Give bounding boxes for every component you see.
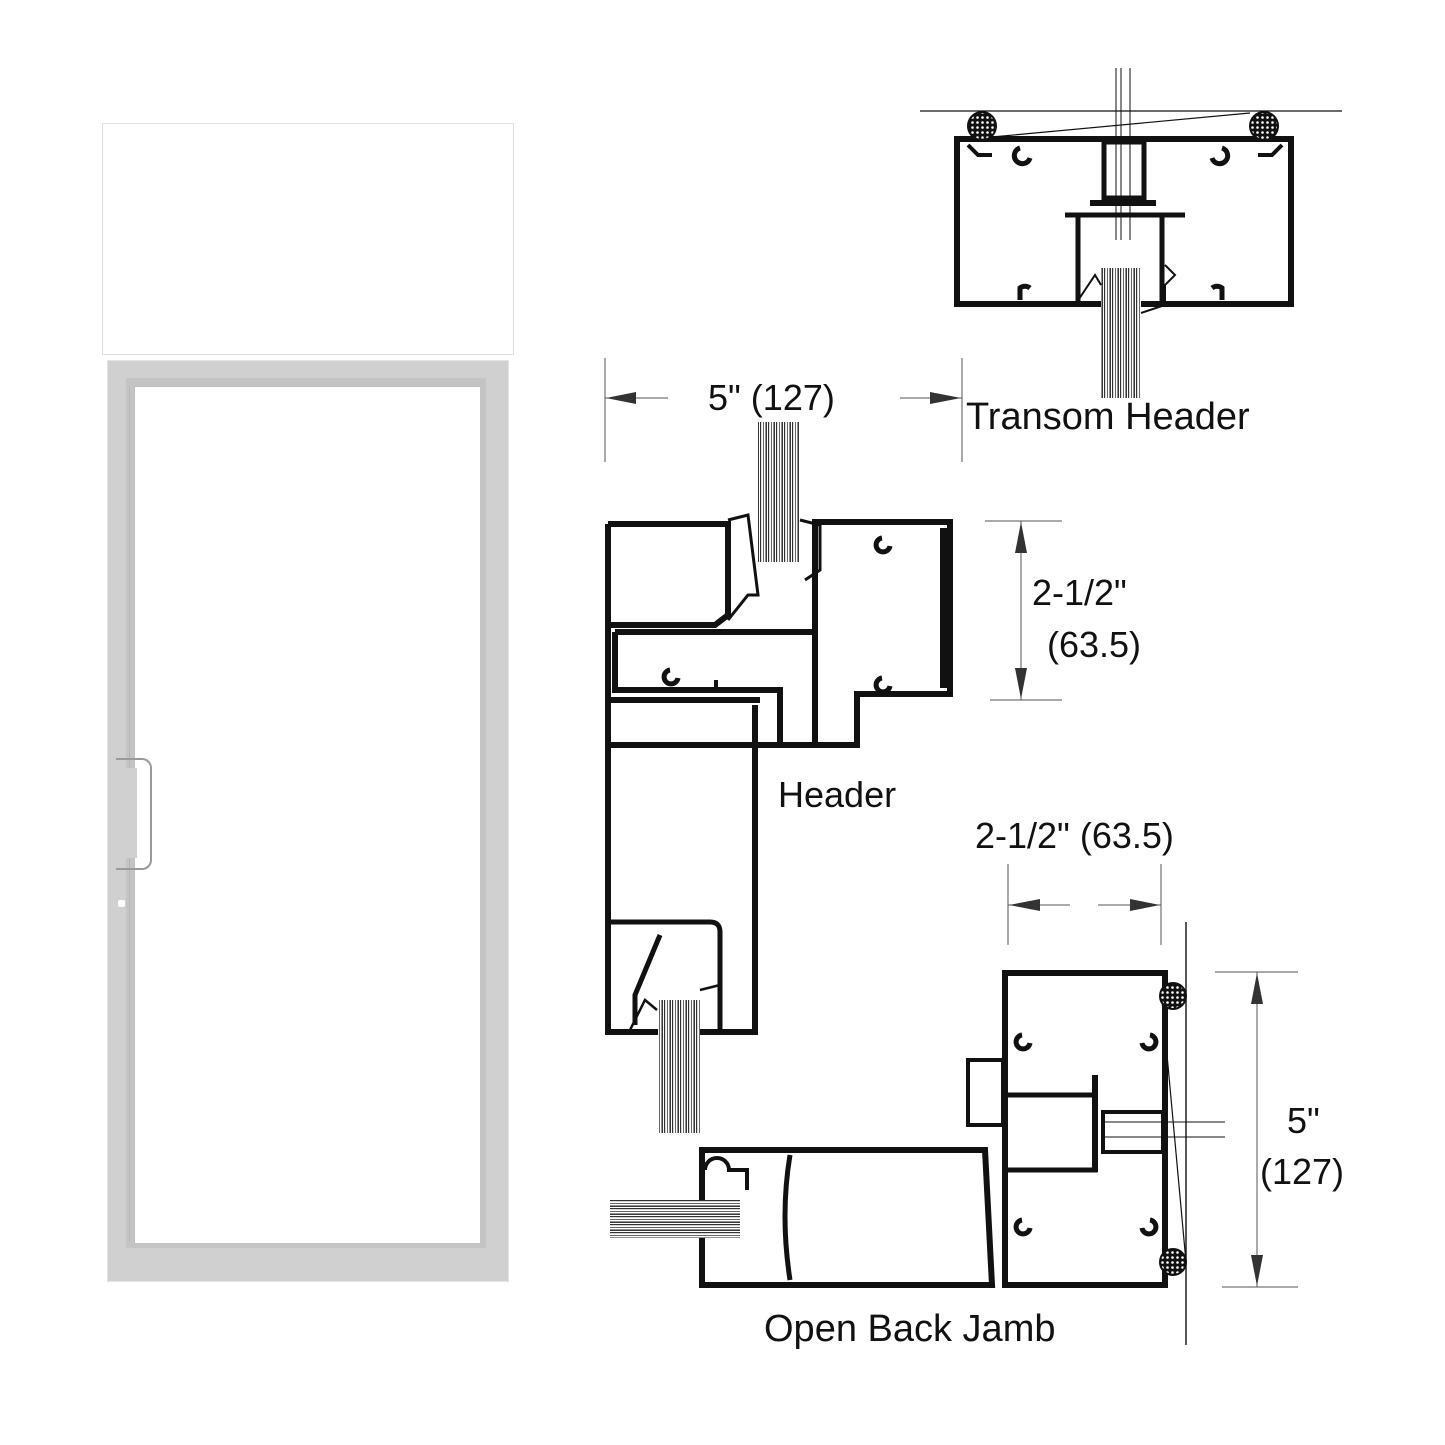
jamb-width-dimension: 2-1/2" (63.5) (975, 815, 1174, 856)
lock-cylinder-icon (118, 900, 125, 907)
transom-header-label: Transom Header (966, 396, 1250, 438)
header-dimensions (604, 358, 1062, 701)
header-width-dimension: 5" (127) (708, 377, 835, 418)
transom-header-section (920, 68, 1342, 398)
jamb-dimensions (1007, 864, 1298, 1288)
pull-handle-icon[interactable] (114, 758, 152, 870)
door-elevation (102, 123, 514, 1282)
transom-panel (102, 123, 514, 355)
jamb-section (610, 922, 1225, 1345)
header-section (605, 422, 953, 1133)
header-height-dimension-line1: 2-1/2" (1032, 572, 1127, 613)
open-back-jamb-label: Open Back Jamb (764, 1308, 1056, 1350)
jamb-height-dimension-line2: (127) (1260, 1151, 1345, 1192)
header-height-dimension-line2: (63.5) (1047, 624, 1142, 665)
jamb-height-dimension-line1: 5" (1287, 1100, 1320, 1141)
header-label: Header (778, 774, 897, 815)
door-glass-panel (134, 386, 480, 1243)
